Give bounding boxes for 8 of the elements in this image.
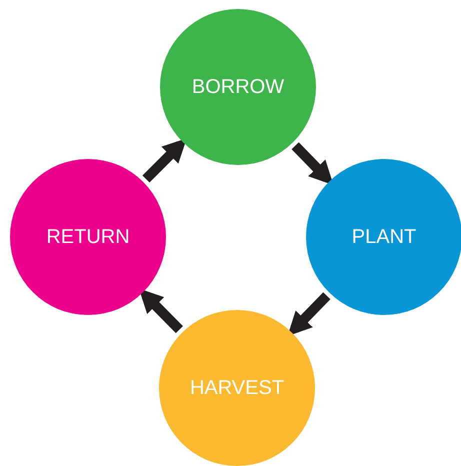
arrow [288, 292, 330, 336]
node-label: RETURN [46, 226, 130, 248]
node-label: PLANT [352, 226, 416, 248]
node-label: HARVEST [190, 376, 284, 400]
node-label: BORROW [192, 76, 284, 98]
arrow [142, 138, 187, 183]
arrow [292, 142, 334, 186]
arrow [138, 288, 183, 334]
